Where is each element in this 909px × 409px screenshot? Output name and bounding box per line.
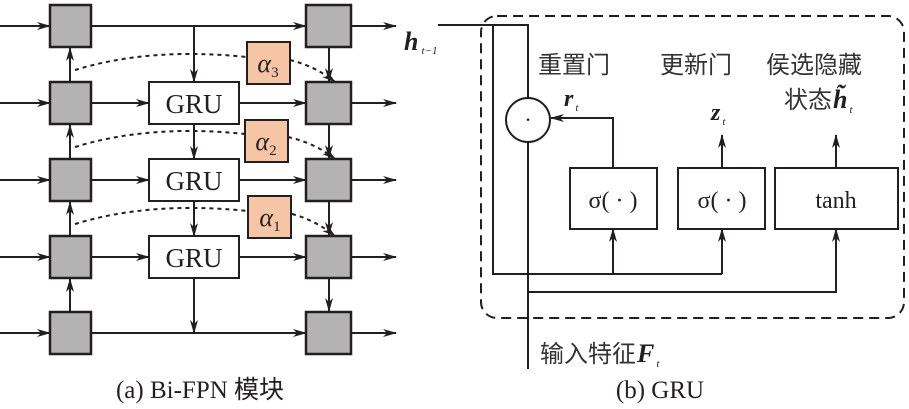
gru-label: GRU [165, 166, 222, 196]
feature-node [48, 234, 93, 280]
sigma-update-label: σ( · ) [698, 188, 747, 214]
dashed-weight-curve [74, 206, 249, 225]
caption-a: (a) Bi-FPN 模块 [116, 376, 284, 404]
hadamard-product-node [505, 97, 551, 143]
product-symbol: · [524, 107, 531, 132]
caption-b: (b) GRU [616, 377, 704, 404]
tanh-box [774, 167, 899, 230]
gru-block [148, 235, 240, 279]
update-gate-label: 更新门 [660, 51, 732, 79]
dashed-weight-arrow [289, 59, 336, 83]
gru-label: GRU [165, 89, 222, 119]
alpha-weight-box [246, 41, 291, 85]
candidate-label-2: 状态 [784, 86, 832, 114]
feature-node [48, 310, 93, 356]
candidate-symbol: h̃t [833, 84, 853, 116]
input-feature-label: 输入特征 [540, 340, 636, 368]
h-prev-branch [492, 25, 722, 275]
gru-block [148, 81, 240, 125]
reset-gate-label: 重置门 [538, 51, 610, 79]
feature-node [304, 310, 353, 356]
h-prev-line [438, 24, 529, 98]
update-gate-box [677, 167, 766, 230]
feature-node [304, 234, 353, 280]
feature-node [48, 3, 93, 49]
alpha1-label: α1 [259, 203, 280, 235]
dashed-weight-curve [74, 129, 246, 148]
alpha-weight-box [247, 195, 292, 239]
gru-block [148, 158, 240, 202]
tanh-label: tanh [815, 188, 856, 214]
feature-node [48, 80, 93, 126]
feature-node [48, 157, 93, 203]
feature-node [304, 3, 353, 49]
feature-node [304, 80, 353, 126]
alpha3-label: α3 [257, 49, 278, 81]
candidate-label: 侯选隐藏 [766, 51, 862, 79]
alpha2-label: α2 [255, 127, 276, 159]
gru-boundary [480, 15, 905, 319]
alpha-weight-box [244, 119, 289, 163]
sigma-reset-label: σ( · ) [589, 188, 638, 214]
candidate-input-arrow [528, 228, 840, 293]
reset-gate-box [569, 167, 658, 230]
dashed-weight-arrow [291, 213, 336, 237]
dashed-weight-arrow [287, 136, 336, 160]
gru-label: GRU [165, 243, 222, 273]
reset-output-arrow [550, 114, 614, 168]
feature-node [304, 157, 353, 203]
dashed-weight-curve [74, 52, 248, 71]
